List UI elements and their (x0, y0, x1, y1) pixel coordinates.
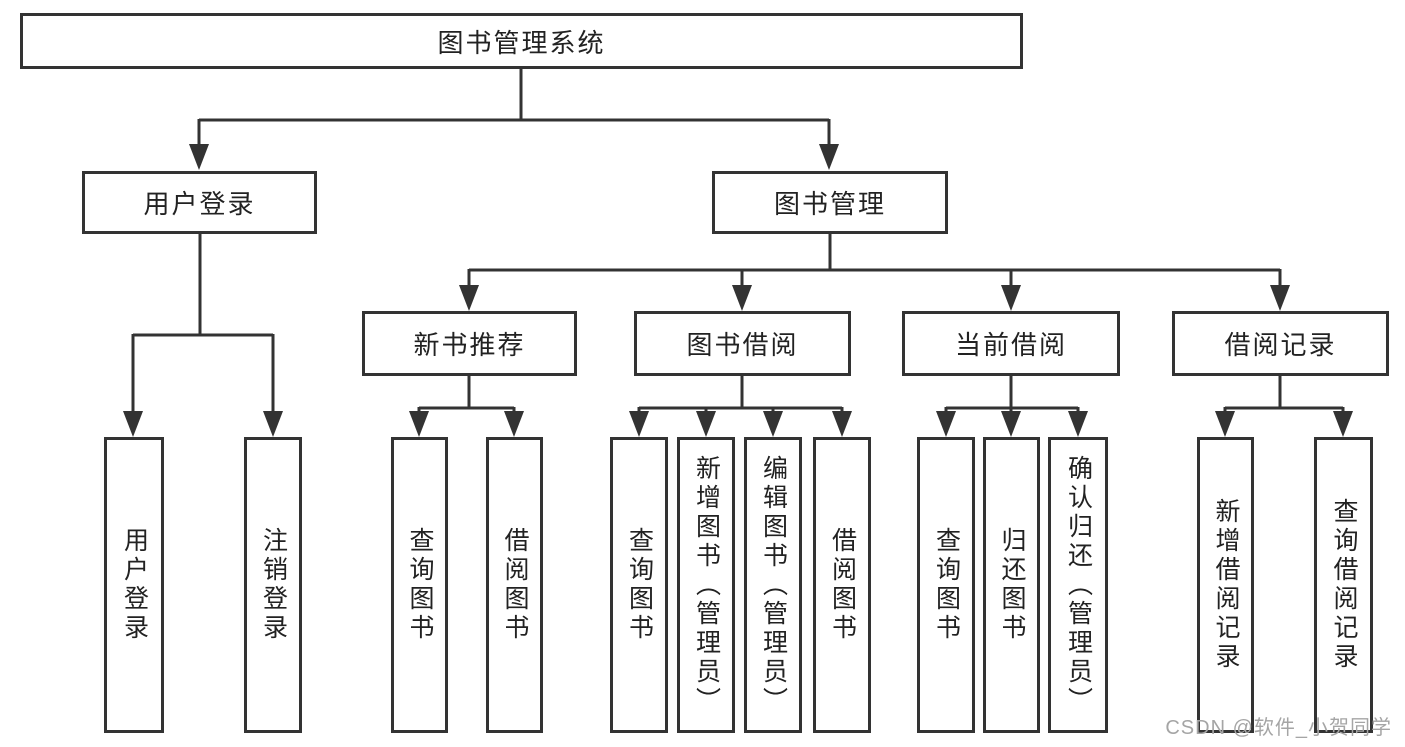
node-borrow-records: 借阅记录 (1172, 311, 1389, 376)
leaf-query-books-recommend: 查询图书 (391, 437, 448, 733)
node-book-management: 图书管理 (712, 171, 948, 234)
leaf-borrow-books-recommend: 借阅图书 (486, 437, 543, 733)
node-label: 查询借阅记录 (1330, 498, 1358, 672)
leaf-return-books: 归还图书 (983, 437, 1040, 733)
node-library-management-system: 图书管理系统 (20, 13, 1023, 69)
leaf-add-books-admin: 新增图书（管理员） (677, 437, 735, 733)
leaf-query-borrow-record: 查询借阅记录 (1314, 437, 1373, 733)
node-label: 新增借阅记录 (1212, 498, 1240, 672)
node-label: 编辑图书（管理员） (759, 454, 788, 716)
node-label: 查询图书 (932, 527, 961, 643)
connector-new-book-branch (417, 376, 516, 416)
node-label: 注销登录 (259, 527, 288, 643)
leaf-edit-books-admin: 编辑图书（管理员） (744, 437, 802, 733)
node-label: 用户登录 (143, 189, 256, 219)
node-label: 借阅记录 (1224, 330, 1337, 360)
leaf-borrow-books: 借阅图书 (813, 437, 871, 733)
leaf-confirm-return-admin: 确认归还（管理员） (1048, 437, 1108, 733)
node-label: 借阅图书 (501, 527, 529, 643)
node-label: 确认归还（管理员） (1064, 454, 1093, 716)
leaf-user-login: 用户登录 (104, 437, 164, 733)
node-label: 图书管理系统 (437, 27, 606, 58)
leaf-query-books-borrow: 查询图书 (610, 437, 668, 733)
connector-book-borrow-branch (637, 376, 844, 416)
csdn-watermark: CSDN @软件_小贺同学 (1165, 717, 1392, 739)
node-new-book-recommend: 新书推荐 (362, 311, 577, 376)
leaf-add-borrow-record: 新增借阅记录 (1197, 437, 1254, 733)
node-book-borrow: 图书借阅 (634, 311, 851, 376)
connector-user-login-branch (131, 234, 275, 416)
connector-book-management-branch (467, 234, 1282, 291)
leaf-logout: 注销登录 (244, 437, 302, 733)
node-label: 归还图书 (998, 527, 1026, 643)
node-current-borrow: 当前借阅 (902, 311, 1120, 376)
arrowheads (123, 144, 1353, 437)
connector-current-borrow-branch (944, 376, 1080, 416)
node-label: 新增图书（管理员） (692, 454, 721, 716)
node-label: 查询图书 (625, 527, 654, 643)
node-label: 图书借阅 (686, 330, 799, 360)
node-label: 当前借阅 (954, 330, 1067, 360)
node-label: 用户登录 (120, 527, 149, 643)
connector-root-to-level2 (197, 69, 831, 150)
connector-borrow-records-branch (1223, 376, 1345, 416)
node-label: 新书推荐 (413, 330, 526, 360)
node-label: 借阅图书 (828, 527, 857, 643)
node-user-login: 用户登录 (82, 171, 317, 234)
leaf-query-books-current: 查询图书 (917, 437, 975, 733)
node-label: 查询图书 (406, 527, 434, 643)
node-label: 图书管理 (773, 189, 886, 219)
